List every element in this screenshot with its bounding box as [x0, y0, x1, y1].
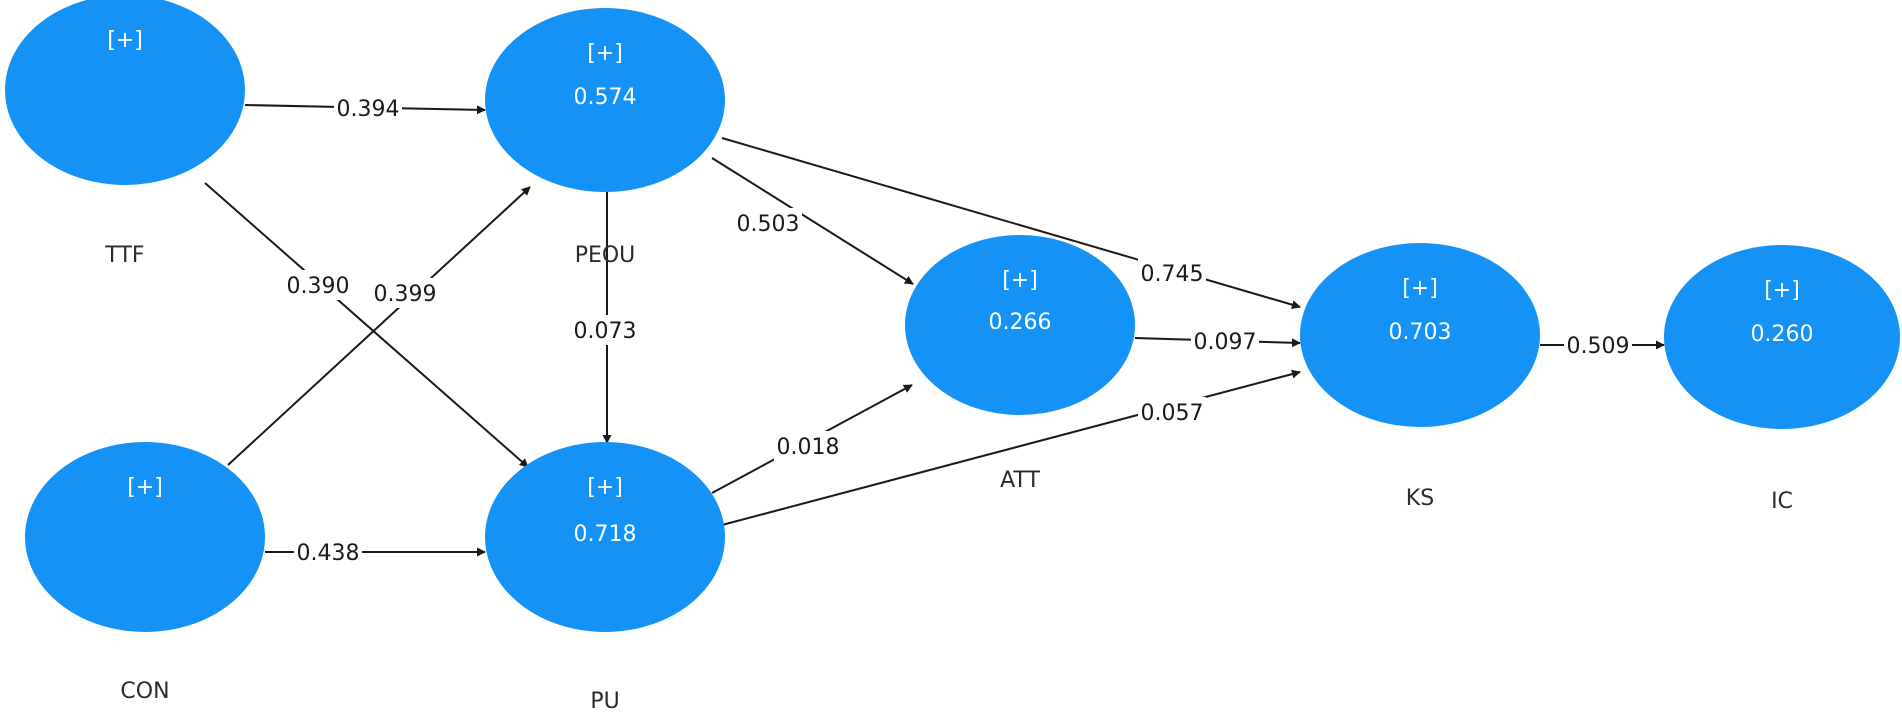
path-coefficient: 0.018 [777, 435, 840, 460]
r-squared-value: 0.260 [1751, 322, 1814, 347]
expand-toggle-icon[interactable]: [+] [127, 475, 163, 500]
construct-node-con[interactable]: [+] CON [25, 442, 265, 704]
construct-name: KS [1406, 486, 1434, 511]
path-coefficient: 0.097 [1194, 330, 1257, 355]
edge-label-background [571, 315, 639, 345]
edge-peou-to-att-label: 0.503 [734, 208, 802, 238]
edge-pu-to-att-label: 0.018 [774, 431, 842, 461]
construct-ellipse[interactable] [1300, 243, 1540, 427]
edge-ks-to-ic-label: 0.509 [1564, 330, 1632, 360]
path-coefficient: 0.073 [574, 319, 637, 344]
construct-ellipse[interactable] [485, 442, 725, 632]
path-coefficient: 0.745 [1141, 262, 1204, 287]
path-coefficient: 0.390 [287, 274, 350, 299]
r-squared-value: 0.574 [574, 85, 637, 110]
edge-peou-to-ks-label: 0.745 [1138, 258, 1206, 288]
path-coefficient: 0.394 [337, 97, 400, 122]
edge-label-background [1138, 397, 1206, 427]
construct-name: PEOU [575, 243, 636, 268]
r-squared-value: 0.718 [574, 522, 637, 547]
construct-name: IC [1771, 489, 1793, 514]
expand-toggle-icon[interactable]: [+] [587, 41, 623, 66]
edge-label-background [1191, 326, 1259, 356]
construct-ellipse[interactable] [5, 0, 245, 185]
construct-node-ttf[interactable]: [+] TTF [5, 0, 245, 268]
construct-ellipse[interactable] [485, 8, 725, 192]
construct-ellipse[interactable] [1664, 245, 1900, 429]
expand-toggle-icon[interactable]: [+] [1764, 278, 1800, 303]
edge-label-background [371, 278, 439, 308]
edge-ttf-to-peou-label: 0.394 [334, 93, 402, 123]
path-coefficient: 0.438 [297, 541, 360, 566]
path-coefficient: 0.509 [1567, 334, 1630, 359]
edge-con-to-peou-arrow [227, 186, 531, 466]
edge-peou-to-pu-label: 0.073 [571, 315, 639, 345]
edge-con-to-peou-label: 0.399 [371, 278, 439, 308]
edge-peou-to-att-arrow [711, 157, 914, 285]
edge-label-background [734, 208, 802, 238]
path-coefficient: 0.503 [737, 212, 800, 237]
r-squared-value: 0.703 [1389, 320, 1452, 345]
expand-toggle-icon[interactable]: [+] [1002, 268, 1038, 293]
construct-name: CON [120, 679, 169, 704]
edge-label-background [284, 270, 352, 300]
construct-name: ATT [1000, 468, 1040, 493]
edge-con-to-pu-label: 0.438 [294, 537, 362, 567]
edge-ttf-to-pu-label: 0.390 [284, 270, 352, 300]
expand-toggle-icon[interactable]: [+] [1402, 276, 1438, 301]
edge-label-background [1138, 258, 1206, 288]
r-squared-value: 0.266 [989, 310, 1052, 335]
edge-label-background [294, 537, 362, 567]
edge-ttf-to-pu-arrow [204, 182, 529, 468]
edge-pu-to-ks-label: 0.057 [1138, 397, 1206, 427]
construct-name: PU [590, 689, 619, 714]
edge-label-background [1564, 330, 1632, 360]
edge-label-background [334, 93, 402, 123]
construct-ellipse[interactable] [25, 442, 265, 632]
edge-att-to-ks-label: 0.097 [1191, 326, 1259, 356]
expand-toggle-icon[interactable]: [+] [107, 28, 143, 53]
edge-label-background [774, 431, 842, 461]
path-coefficient: 0.057 [1141, 401, 1204, 426]
construct-name: TTF [104, 243, 144, 268]
path-coefficient: 0.399 [374, 282, 437, 307]
construct-ellipse[interactable] [905, 235, 1135, 415]
edge-labels-layer: 0.394 0.390 0.399 0.438 0.073 0.503 0.745 0.018… [284, 93, 1632, 567]
expand-toggle-icon[interactable]: [+] [587, 475, 623, 500]
